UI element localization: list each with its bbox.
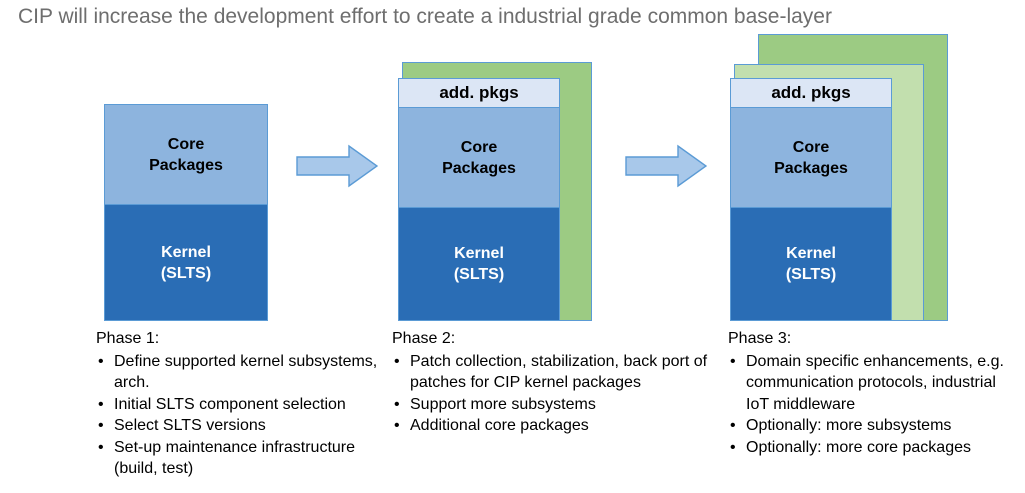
phase-3-core-packages-box: Core Packages bbox=[730, 107, 892, 208]
list-item: • Define supported kernel subsystems, arc… bbox=[96, 351, 396, 394]
core-packages-label-line1: Core bbox=[792, 138, 830, 156]
phase-1-heading: Phase 1: bbox=[96, 330, 160, 347]
list-item-text: Optionally: more subsystems bbox=[746, 417, 952, 434]
kernel-label-line1: Kernel bbox=[161, 243, 211, 261]
phase-2-diagram: add. pkgs Core Packages Kernel (SLTS) bbox=[398, 62, 592, 321]
kernel-label-line2: (SLTS) bbox=[160, 264, 212, 282]
kernel-label-line1: Kernel bbox=[786, 245, 836, 262]
add-pkgs-label: add. pkgs bbox=[439, 83, 519, 102]
phase-1-text-block: Phase 1: • Define supported kernel subsys… bbox=[96, 328, 396, 480]
bullet-icon: • bbox=[98, 352, 104, 370]
list-item: • Support more subsystems bbox=[392, 394, 710, 416]
bullet-icon: • bbox=[394, 352, 400, 370]
phase-3-text-block: Phase 3: • Domain specific enhancements, … bbox=[728, 328, 1020, 458]
phase-3-add-pkgs-box: add. pkgs bbox=[730, 78, 892, 108]
phase-2-bullet-list: • Patch collection, stabilization, back p… bbox=[392, 351, 710, 437]
bullet-icon: • bbox=[730, 417, 736, 434]
phase-2-core-packages-box: Core Packages bbox=[398, 107, 560, 208]
list-item: • Select SLTS versions bbox=[96, 415, 396, 437]
bullet-icon: • bbox=[394, 395, 400, 413]
phase-3-diagram: add. pkgs Core Packages Kernel (SLTS) bbox=[730, 34, 948, 321]
phase-3-kernel-box: Kernel (SLTS) bbox=[730, 207, 892, 321]
core-packages-label-line2: Packages bbox=[774, 159, 848, 177]
phase-2-add-pkgs-box: add. pkgs bbox=[398, 78, 560, 108]
list-item-text: Support more subsystems bbox=[410, 395, 596, 413]
phase-1-kernel-box: Kernel (SLTS) bbox=[104, 204, 268, 321]
add-pkgs-label: add. pkgs bbox=[771, 83, 851, 102]
phase-2-kernel-box: Kernel (SLTS) bbox=[398, 207, 560, 321]
list-item: • Optionally: more core packages bbox=[728, 437, 1020, 459]
phase-3-bullet-list: • Domain specific enhancements, e.g. comm… bbox=[728, 351, 1020, 459]
list-item-text: Optionally: more core packages bbox=[746, 438, 971, 456]
bullet-icon: • bbox=[730, 438, 736, 456]
page-title: CIP will increase the development effort… bbox=[18, 5, 832, 28]
core-packages-label-line2: Packages bbox=[149, 156, 223, 174]
core-packages-label-line1: Core bbox=[460, 138, 498, 156]
list-item-text: Initial SLTS component selection bbox=[114, 395, 346, 413]
list-item: • Domain specific enhancements, e.g. comm… bbox=[728, 351, 1020, 416]
phase-1-diagram: Core Packages Kernel (SLTS) bbox=[104, 104, 268, 321]
list-item-text: Domain specific enhancements, e.g. commu… bbox=[746, 352, 1004, 413]
list-item: • Optionally: more subsystems bbox=[728, 415, 1020, 437]
bullet-icon: • bbox=[730, 352, 736, 370]
list-item-text: Define supported kernel subsystems, arch… bbox=[114, 352, 378, 392]
bullet-icon: • bbox=[98, 395, 104, 413]
phase-1-core-packages-box: Core Packages bbox=[104, 104, 268, 205]
phase-3-heading: Phase 3: bbox=[728, 330, 792, 347]
arrow-phase2-to-phase3 bbox=[625, 144, 708, 188]
phase-2-heading: Phase 2: bbox=[392, 330, 456, 347]
list-item-text: Additional core packages bbox=[410, 417, 589, 434]
core-packages-label-line2: Packages bbox=[442, 159, 516, 177]
list-item: • Patch collection, stabilization, back p… bbox=[392, 351, 710, 394]
list-item-text: Select SLTS versions bbox=[114, 417, 266, 434]
kernel-label-line2: (SLTS) bbox=[453, 266, 505, 283]
list-item: • Set-up maintenance infrastructure (buil… bbox=[96, 437, 396, 480]
list-item: • Additional core packages bbox=[392, 415, 710, 437]
list-item-text: Set-up maintenance infrastructure (build… bbox=[114, 438, 356, 478]
bullet-icon: • bbox=[98, 438, 104, 456]
phase-2-text-block: Phase 2: • Patch collection, stabilizatio… bbox=[392, 328, 710, 437]
core-packages-label-line1: Core bbox=[167, 135, 205, 153]
bullet-icon: • bbox=[98, 417, 104, 434]
phase-1-bullet-list: • Define supported kernel subsystems, arc… bbox=[96, 351, 396, 480]
bullet-icon: • bbox=[394, 417, 400, 434]
arrow-phase1-to-phase2 bbox=[296, 144, 379, 188]
list-item: • Initial SLTS component selection bbox=[96, 394, 396, 416]
kernel-label-line1: Kernel bbox=[454, 245, 504, 262]
kernel-label-line2: (SLTS) bbox=[785, 266, 837, 283]
list-item-text: Patch collection, stabilization, back po… bbox=[410, 352, 708, 392]
